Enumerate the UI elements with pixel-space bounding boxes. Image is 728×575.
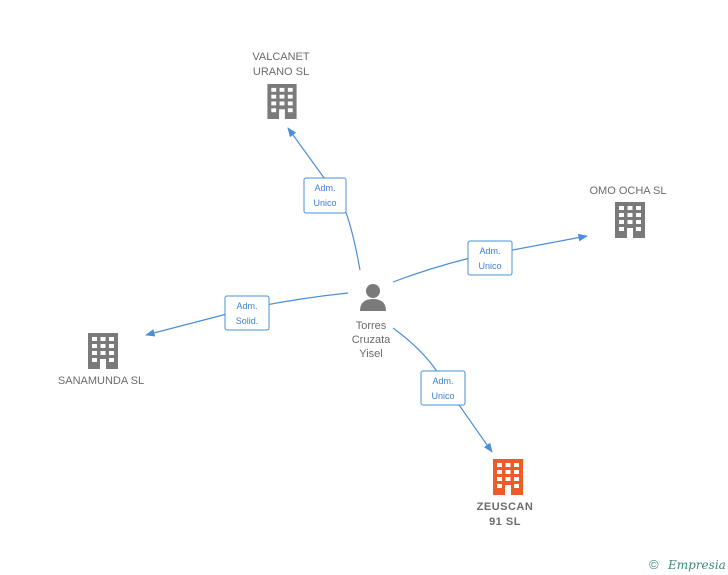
person-node[interactable]: Torres Cruzata Yisel xyxy=(352,284,391,360)
relation-label-omo[interactable]: Adm. Unico xyxy=(467,240,513,276)
company-name-line: SANAMUNDA SL xyxy=(58,375,144,387)
company-name-line: 91 SL xyxy=(489,516,521,528)
relation-text-line: Unico xyxy=(478,261,501,271)
company-node-sanamunda[interactable]: SANAMUNDA SL xyxy=(58,333,144,387)
brand-logo: Empresia xyxy=(667,558,726,572)
company-name-line: VALCANET xyxy=(252,51,310,63)
relation-text-line: Adm. xyxy=(479,246,500,256)
relation-text-line: Adm. xyxy=(236,301,257,311)
copyright-icon: © xyxy=(649,557,659,572)
relation-text-line: Adm. xyxy=(432,376,453,386)
person-name-line: Yisel xyxy=(359,348,382,360)
building-icon xyxy=(267,84,297,119)
building-icon xyxy=(493,459,523,495)
relation-text-line: Adm. xyxy=(314,183,335,193)
company-name-line: OMO OCHA SL xyxy=(589,185,666,197)
building-icon xyxy=(615,202,645,238)
building-icon xyxy=(88,333,118,369)
person-icon xyxy=(360,284,386,311)
relation-label-sanamunda[interactable]: Adm. Solid. xyxy=(224,295,270,331)
company-node-omo[interactable]: OMO OCHA SL xyxy=(589,185,667,238)
relation-text-line: Unico xyxy=(313,198,336,208)
person-name-line: Torres xyxy=(356,320,387,332)
company-node-valcanet[interactable]: VALCANET URANO SL xyxy=(252,51,310,119)
brand-footer: © Empresia xyxy=(649,557,726,572)
person-name-line: Cruzata xyxy=(352,334,391,346)
relation-text-line: Unico xyxy=(431,391,454,401)
company-name-line: ZEUSCAN xyxy=(477,501,534,513)
company-name-line: URANO SL xyxy=(253,66,309,78)
company-node-zeuscan[interactable]: ZEUSCAN 91 SL xyxy=(477,459,534,528)
relation-label-zeuscan[interactable]: Adm. Unico xyxy=(420,370,466,406)
relation-label-valcanet[interactable]: Adm. Unico xyxy=(303,177,347,214)
relation-text-line: Solid. xyxy=(236,316,259,326)
